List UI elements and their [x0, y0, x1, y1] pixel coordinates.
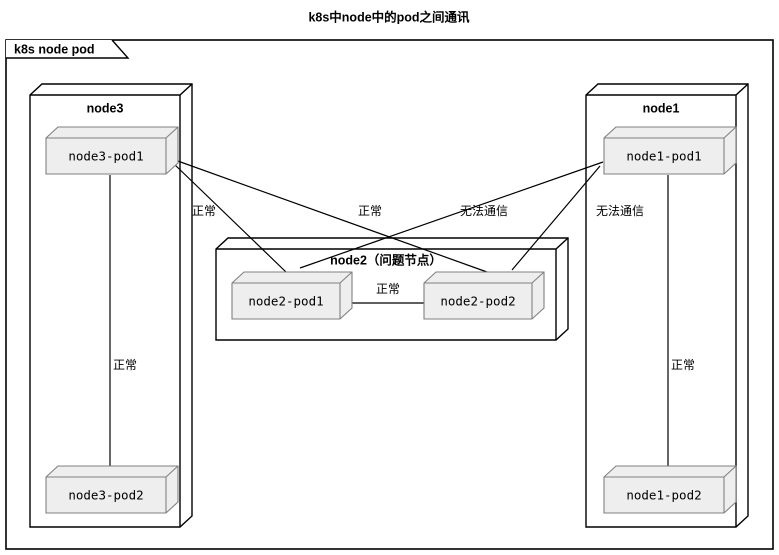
node-node3[interactable]: node3 — [29, 83, 193, 528]
edge-label-mid-normal: 正常 — [358, 204, 382, 218]
pod-label-node2-pod2: node2-pod2 — [440, 294, 515, 309]
pod-label-node1-pod1: node1-pod1 — [626, 149, 701, 164]
pod-label-node2-pod1: node2-pod1 — [248, 294, 323, 309]
edge-node3pod1-node2pod2 — [174, 159, 488, 273]
edge-label-node3-normal: 正常 — [113, 358, 137, 372]
pod-node3-pod2[interactable]: node3-pod2 — [45, 465, 179, 514]
node-title-node3: node3 — [87, 101, 124, 115]
node-title-node2: node2（问题节点） — [330, 252, 442, 267]
edge-label-left-fail: 无法通信 — [460, 204, 508, 218]
edge-node1pod1-node2pod2 — [511, 165, 601, 271]
edge-label-left-normal: 正常 — [192, 204, 216, 218]
pod-node2-pod1[interactable]: node2-pod1 — [231, 271, 353, 320]
pod-label-node3-pod2: node3-pod2 — [68, 488, 143, 503]
edge-lines — [109, 159, 669, 466]
node-title-node1: node1 — [643, 101, 680, 115]
edge-node3pod1-node2pod1 — [172, 162, 287, 273]
pod-node3-pod1[interactable]: node3-pod1 — [45, 126, 179, 175]
frame-label: k8s node pod — [14, 42, 95, 56]
edge-label-node2-normal: 正常 — [376, 282, 400, 296]
pod-node2-pod2[interactable]: node2-pod2 — [423, 271, 545, 320]
edge-label-node1-normal: 正常 — [671, 358, 695, 372]
node-node1[interactable]: node1 — [585, 83, 749, 528]
page-title: k8s中node中的pod之间通讯 — [308, 9, 470, 24]
edge-label-right-fail: 无法通信 — [596, 204, 644, 218]
pod-label-node1-pod2: node1-pod2 — [626, 488, 701, 503]
pod-node1-pod1[interactable]: node1-pod1 — [603, 126, 737, 175]
pod-label-node3-pod1: node3-pod1 — [68, 149, 143, 164]
edge-node1pod1-node2pod1 — [299, 161, 604, 269]
pod-node1-pod2[interactable]: node1-pod2 — [603, 465, 737, 514]
